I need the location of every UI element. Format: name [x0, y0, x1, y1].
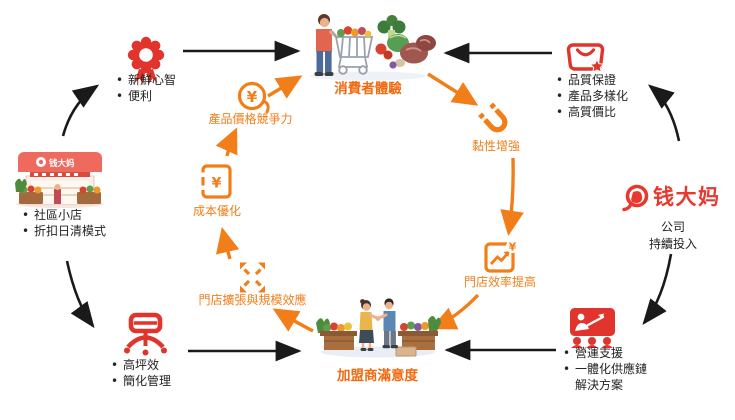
svg-text:¥: ¥	[247, 88, 258, 106]
floor-efficiency-list: 高坪效 簡化管理	[111, 357, 171, 389]
arrow-company-to-support	[642, 253, 673, 326]
company-line: 持續投入	[648, 237, 697, 251]
list-item-continuation: 解決方案	[575, 378, 624, 392]
consumer-experience-label: 消費者體驗	[334, 81, 402, 97]
consumer-illustration	[310, 14, 436, 81]
list-item: 社區小店	[22, 207, 106, 223]
presentation-icon	[570, 308, 615, 348]
store-model-list: 社區小店 折扣日清模式	[22, 207, 106, 239]
magnet-icon	[478, 102, 508, 133]
arrow-consumer-to-sticky	[427, 72, 479, 106]
franchisee-illustration	[316, 298, 441, 358]
svg-text:¥: ¥	[509, 241, 517, 254]
franchisee-satisfaction-label: 加盟商滿意度	[337, 368, 418, 384]
chart-yen-icon: ¥	[484, 240, 519, 273]
list-item: 產品多樣化	[556, 88, 628, 104]
yen-invoice-icon: ¥	[200, 164, 232, 199]
arrow-store-to-floor	[65, 260, 95, 329]
company-caption: 公司 持續投入	[629, 219, 717, 253]
arrow-cost-to-price	[215, 127, 238, 157]
cost-optimization-label: 成本優化	[192, 204, 241, 218]
svg-text:¥: ¥	[212, 176, 222, 192]
arrow-sticky-to-efficiency	[500, 157, 524, 237]
company-line: 公司	[660, 220, 685, 234]
list-item: 便利	[116, 88, 176, 104]
list-item: 新鮮心智	[116, 72, 176, 88]
stickiness-label: 黏性增強	[471, 139, 520, 153]
price-competitiveness-label: 產品價格競爭力	[208, 112, 293, 126]
list-item: 簡化管理	[111, 373, 171, 389]
qdm-logo-text: 钱大妈	[653, 185, 721, 209]
shopping-bag-icon	[566, 43, 605, 74]
yen-coin-icon: ¥	[237, 81, 270, 114]
medal-icon	[127, 36, 165, 84]
arrow-company-to-quality	[647, 84, 681, 142]
store-efficiency-label: 門店效率提高	[463, 275, 536, 289]
support-list: 營運支援 一體化供應鏈 解決方案	[563, 345, 647, 393]
quality-benefits-list: 品質保證 產品多樣化 高質價比	[556, 72, 628, 120]
arrow-franchisee-to-expand	[272, 308, 314, 333]
chair-icon	[124, 312, 167, 356]
list-item: 高質價比	[556, 104, 628, 120]
arrow-expand-to-cost	[215, 227, 240, 260]
qdm-logo-icon	[622, 184, 649, 212]
arrow-price-to-consumer	[267, 75, 303, 99]
list-item: 品質保證	[556, 72, 628, 88]
storefront-illustration: 钱大妈	[15, 152, 104, 208]
list-item: 折扣日清模式	[22, 223, 106, 239]
expand-icon	[240, 262, 265, 293]
list-item: 營運支援	[563, 345, 647, 361]
store-expansion-label: 門店擴張與規模效應	[198, 293, 307, 307]
arrow-efficiency-to-franchisee	[430, 293, 480, 330]
storefront-sign-text: 钱大妈	[49, 158, 75, 169]
fresh-benefits-list: 新鮮心智 便利	[116, 72, 176, 104]
arrow-store-to-fresh	[61, 84, 100, 137]
list-item: 高坪效	[111, 357, 171, 373]
list-item: 一體化供應鏈	[563, 361, 647, 377]
